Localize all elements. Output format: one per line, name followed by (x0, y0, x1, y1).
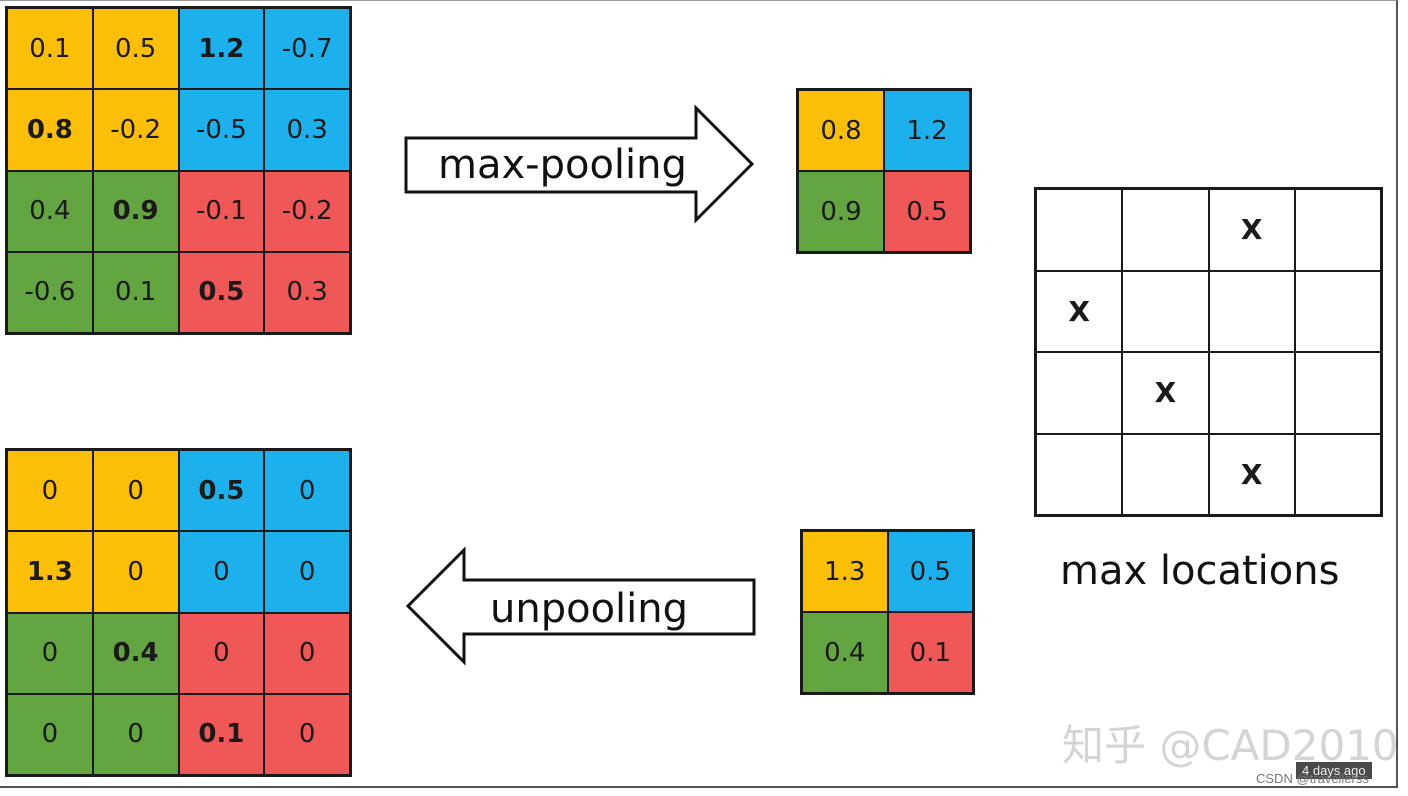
grid-cell: X (1208, 433, 1295, 515)
grid-cell: 0.3 (264, 251, 350, 333)
max-locations-caption: max locations (1060, 548, 1340, 594)
grid-cell: 0 (92, 450, 179, 532)
grid-cell: 0.1 (887, 612, 973, 693)
grid-cell: X (1208, 189, 1295, 271)
grid-cell: 0.5 (92, 8, 179, 90)
grid-cell: -0.2 (264, 170, 350, 252)
grid-cell (1036, 433, 1123, 515)
grid-cell: -0.7 (264, 8, 350, 90)
grid-cell: 0.5 (884, 171, 970, 252)
grid-cell (1294, 433, 1381, 515)
left-arrow-icon (405, 546, 756, 666)
grid-cell: 0 (178, 531, 265, 613)
grid-cell: -0.2 (92, 89, 179, 171)
grid-cell: 1.2 (884, 90, 970, 171)
grid-cell: 0.9 (798, 171, 884, 252)
grid-cell: -0.1 (178, 170, 265, 252)
grid-cell: 0 (7, 450, 93, 532)
grid-cell: 0.1 (92, 251, 179, 333)
grid-cell: 0 (264, 612, 350, 694)
unpooling-label: unpooling (490, 586, 689, 632)
grid-cell: 0.4 (7, 170, 93, 252)
grid-cell: 0 (92, 531, 179, 613)
grid-cell: 0.9 (92, 170, 179, 252)
grid-cell: 0.3 (264, 89, 350, 171)
grid-cell: 0 (7, 693, 93, 775)
grid-cell (1036, 189, 1123, 271)
csdn-watermark: CSDN @travellerss (1256, 771, 1369, 786)
grid-cell: -0.5 (178, 89, 265, 171)
grid-cell: X (1122, 352, 1209, 434)
zhihu-watermark: 知乎 @CAD2010 (1062, 721, 1399, 770)
grid-cell: 0.5 (178, 450, 265, 532)
grid-cell: -0.6 (7, 251, 93, 333)
grid-cell (1036, 352, 1123, 434)
grid-cell: 0.5 (887, 531, 973, 612)
grid-cell: 0.4 (802, 612, 888, 693)
grid-cell (1208, 270, 1295, 352)
grid-cell: 0 (92, 693, 179, 775)
grid-cell (1294, 270, 1381, 352)
grid-cell (1294, 352, 1381, 434)
grid-cell: 0 (264, 531, 350, 613)
right-arrow-icon (404, 104, 755, 224)
grid-cell: 0 (264, 693, 350, 775)
grid-cell: 0 (7, 612, 93, 694)
grid-cell: 1.3 (802, 531, 888, 612)
grid-cell: 1.3 (7, 531, 93, 613)
days-ago-badge: 4 days ago (1296, 762, 1372, 779)
grid-cell (1122, 270, 1209, 352)
grid-cell: 0 (178, 612, 265, 694)
grid-cell: 1.2 (178, 8, 265, 90)
grid-cell (1294, 189, 1381, 271)
grid-cell: 0.1 (178, 693, 265, 775)
grid-cell: 0.1 (7, 8, 93, 90)
grid-cell: 0.4 (92, 612, 179, 694)
grid-cell (1208, 352, 1295, 434)
grid-cell (1122, 189, 1209, 271)
grid-cell: 0.8 (7, 89, 93, 171)
grid-cell: 0 (264, 450, 350, 532)
grid-cell: 0.8 (798, 90, 884, 171)
grid-cell (1122, 433, 1209, 515)
grid-cell: X (1036, 270, 1123, 352)
grid-cell: 0.5 (178, 251, 265, 333)
max-pooling-label: max-pooling (438, 142, 687, 188)
